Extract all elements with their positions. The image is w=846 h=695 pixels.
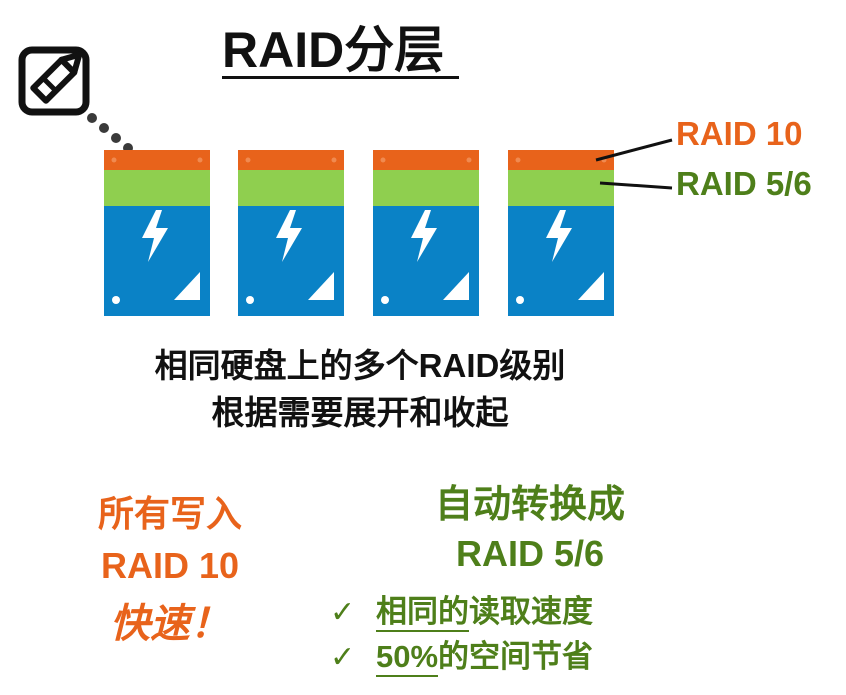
raid10-target-text: RAID 10: [100, 545, 240, 586]
check-item-read-speed: ✓ 相同的读取速度: [330, 592, 593, 632]
disk-4: [508, 150, 614, 316]
disk-1: [104, 150, 210, 316]
check-item-rest: 的空间节省: [438, 639, 594, 674]
description-line-2: 根据需要展开和收起: [211, 394, 509, 431]
raid56-label: RAID 5/6: [676, 165, 812, 202]
lightning-icon: [411, 210, 437, 262]
raid10-label: RAID 10: [676, 115, 803, 152]
disk-2: [238, 150, 344, 316]
auto-convert-text: 自动转换成: [434, 484, 625, 526]
fast-text: 快速！: [110, 602, 230, 646]
lightning-icon: [276, 210, 302, 262]
check-icon: ✓: [330, 596, 356, 629]
check-item-space-saving: ✓ 50%的空间节省: [330, 637, 593, 677]
check-item-underlined: 相同的: [376, 594, 469, 632]
edit-icon[interactable]: [18, 40, 94, 116]
check-icon: ✓: [330, 641, 356, 674]
check-item-underlined: 50%: [376, 639, 439, 677]
raid56-target-text: RAID 5/6: [455, 533, 605, 574]
title-underline: [222, 76, 459, 79]
description-line-1: 相同硬盘上的多个RAID级别: [154, 347, 566, 384]
callout-lines: [590, 130, 680, 200]
lightning-icon: [142, 210, 168, 262]
check-item-rest: 读取速度: [469, 594, 593, 629]
lightning-icon: [546, 210, 572, 262]
disk-3: [373, 150, 479, 316]
page-title: RAID分层: [222, 22, 445, 78]
all-writes-text: 所有写入: [97, 493, 242, 534]
